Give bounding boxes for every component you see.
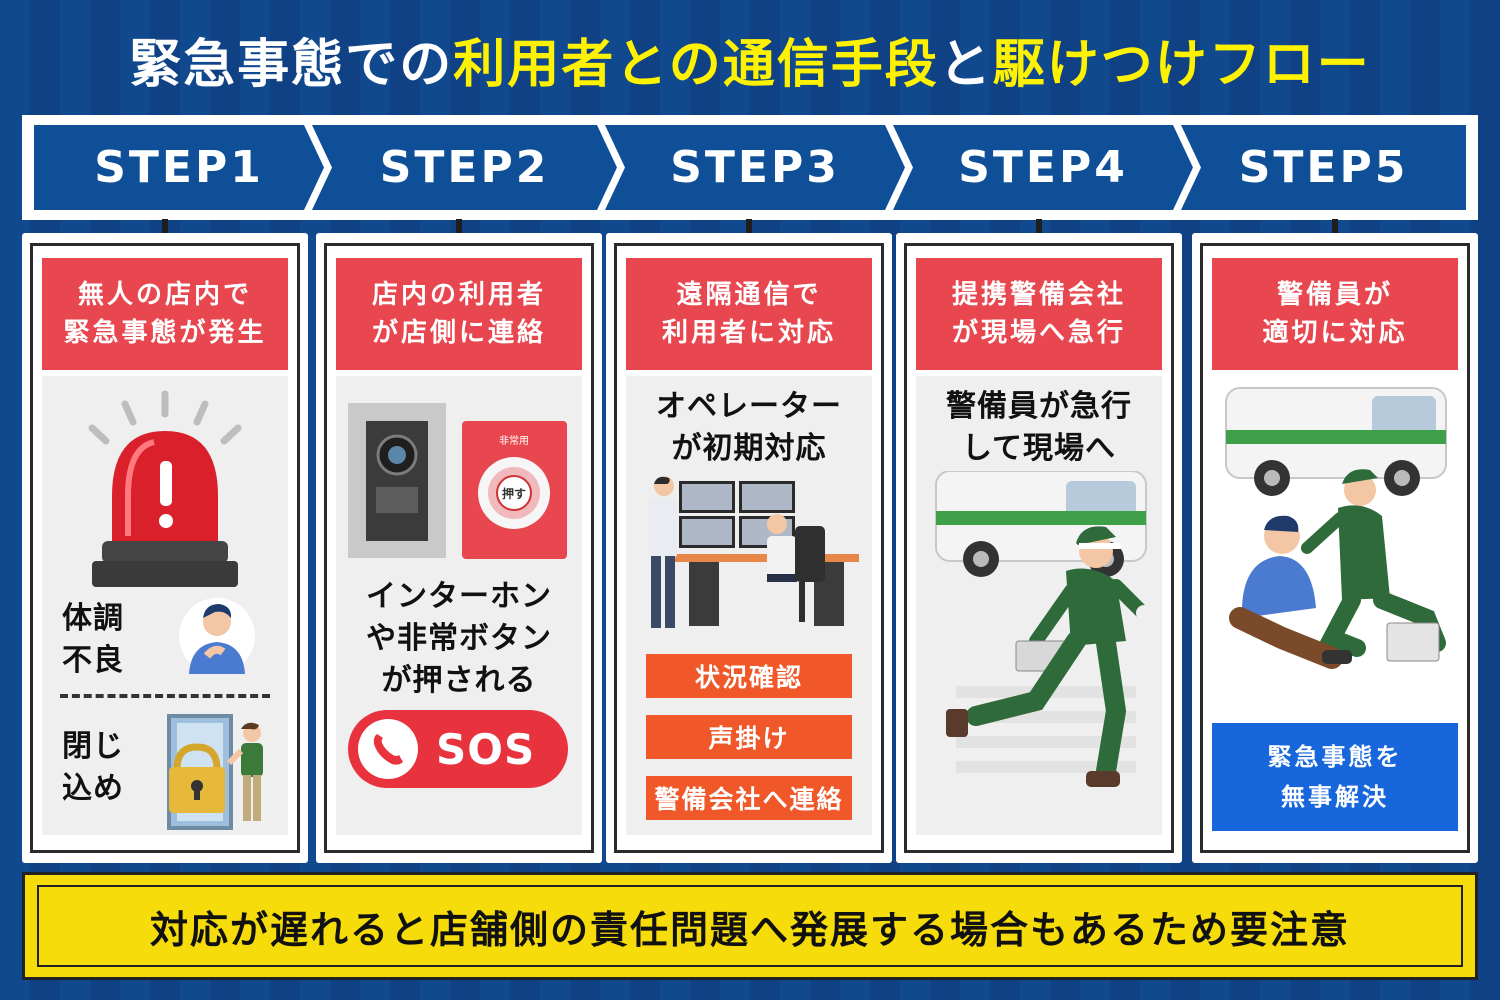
action-call-out: 声掛け xyxy=(646,715,852,759)
action-label: 声掛け xyxy=(708,724,790,753)
card-frame xyxy=(904,243,1174,853)
step4-text-line2: して現場へ xyxy=(961,431,1117,466)
step4-header-line1: 提携警備会社 xyxy=(951,280,1126,310)
emergency-button-top-text: 非常用 xyxy=(499,434,529,447)
step4-card: 提携警備会社 が現場へ急行 警備員が急行 して現場へ xyxy=(896,219,1182,863)
card-frame xyxy=(324,243,594,853)
step2-card: 店内の利用者 が店側に連絡 非常用 押す インターホン や非常ボタン が押される xyxy=(316,219,602,863)
step1-card: 無人の店内で 緊急事態が発生 体調 不良 xyxy=(22,219,308,863)
alarm-light-icon xyxy=(88,390,242,587)
step3-text-line2: が初期対応 xyxy=(671,431,827,466)
step3-text-line1: オペレーター xyxy=(656,389,842,424)
step1-header-line1: 無人の店内で xyxy=(77,280,252,310)
step2-text-line2: や非常ボタン xyxy=(366,621,552,656)
sos-badge: SOS xyxy=(348,710,568,788)
divider xyxy=(60,694,270,698)
step2-header-line2: が店側に連絡 xyxy=(371,318,546,348)
action-label: 警備会社へ連絡 xyxy=(654,785,844,814)
step5-header-line1: 警備員が xyxy=(1276,280,1393,310)
case-locked-line1: 閉じ xyxy=(62,729,124,764)
action-contact-security: 警備会社へ連絡 xyxy=(646,776,852,820)
operator-desk-icon xyxy=(649,476,859,628)
title-part1: 緊急事態での xyxy=(129,35,454,95)
step5-header: 警備員が 適切に対応 xyxy=(1212,258,1458,370)
guard-helping-icon xyxy=(1225,387,1447,669)
step1-header-line2: 緊急事態が発生 xyxy=(63,318,267,348)
connector xyxy=(746,219,752,233)
step1-header: 無人の店内で 緊急事態が発生 xyxy=(42,258,288,370)
locked-door-icon xyxy=(167,714,263,830)
step2-header: 店内の利用者 が店側に連絡 xyxy=(336,258,582,370)
notice-text: 対応が遅れると店舗側の責任問題へ発展する場合もあるため要注意 xyxy=(37,885,1463,967)
title-part4: 駆けつけフロー xyxy=(992,35,1371,95)
step3-card: 遠隔通信で 利用者に対応 オペレーター が初期対応 xyxy=(606,219,892,863)
step2-text-line3: が押される xyxy=(381,663,537,698)
step5-header-line2: 適切に対応 xyxy=(1262,318,1408,348)
running-guard-icon xyxy=(935,471,1152,787)
step3-body: オペレーター が初期対応 状況確認 声掛け xyxy=(626,376,872,835)
step3-text: オペレーター が初期対応 xyxy=(626,386,872,470)
sos-text: SOS xyxy=(436,724,536,774)
step4-text: 警備員が急行 して現場へ xyxy=(916,386,1162,470)
result-line2: 無事解決 xyxy=(1281,783,1389,811)
case-illness-line1: 体調 xyxy=(62,601,124,636)
action-status-check: 状況確認 xyxy=(646,654,852,698)
case-locked-line2: 込め xyxy=(62,771,124,806)
connector xyxy=(1332,219,1338,233)
connector xyxy=(456,219,462,233)
step2-header-line1: 店内の利用者 xyxy=(371,280,546,310)
step2-body: 非常用 押す インターホン や非常ボタン が押される SOS xyxy=(336,376,582,835)
step3-header-line1: 遠隔通信で xyxy=(676,280,822,310)
step5-card: 警備員が 適切に対応 緊急事態を 無事解決 xyxy=(1192,219,1478,863)
step3-header: 遠隔通信で 利用者に対応 xyxy=(626,258,872,370)
emergency-button-icon: 非常用 押す xyxy=(462,421,567,559)
step1-label: STEP1 xyxy=(94,142,264,193)
step3-header-line2: 利用者に対応 xyxy=(661,318,836,348)
intercom-icon xyxy=(348,403,446,558)
title-part2: 利用者との通信手段 xyxy=(453,35,939,95)
connector xyxy=(1036,219,1042,233)
step3-chevron: STEP3 xyxy=(605,125,905,210)
step1-body: 体調 不良 閉じ 込め xyxy=(42,376,288,835)
step2-text-line1: インターホン xyxy=(366,579,552,614)
step5-label: STEP5 xyxy=(1238,142,1409,193)
step4-label: STEP4 xyxy=(958,142,1128,193)
case-illness-line2: 不良 xyxy=(62,643,124,678)
step2-text: インターホン や非常ボタン が押される xyxy=(336,576,582,702)
step4-header-line2: が現場へ急行 xyxy=(951,318,1126,348)
step4-chevron: STEP4 xyxy=(893,125,1193,210)
title-part3: と xyxy=(938,35,993,95)
phone-icon xyxy=(358,719,418,779)
action-label: 状況確認 xyxy=(694,663,803,692)
case-illness-text: 体調 不良 xyxy=(62,598,124,682)
card-frame xyxy=(614,243,884,853)
page-title: 緊急事態での利用者との通信手段と駆けつけフロー xyxy=(0,22,1500,102)
card-frame xyxy=(30,243,300,853)
step5-chevron: STEP5 xyxy=(1181,125,1466,210)
result-line1: 緊急事態を xyxy=(1267,743,1403,771)
step4-header: 提携警備会社 が現場へ急行 xyxy=(916,258,1162,370)
step2-label: STEP2 xyxy=(379,142,550,193)
steps-bar: STEP1 STEP2 STEP3 STEP4 STEP5 xyxy=(22,115,1478,220)
case-locked-text: 閉じ 込め xyxy=(62,726,124,810)
step3-label: STEP3 xyxy=(670,142,840,193)
connector xyxy=(162,219,168,233)
notice-banner: 対応が遅れると店舗側の責任問題へ発展する場合もあるため要注意 xyxy=(22,872,1478,980)
step4-body: 警備員が急行 して現場へ xyxy=(916,376,1162,835)
step1-chevron: STEP1 xyxy=(34,125,324,210)
step2-chevron: STEP2 xyxy=(312,125,617,210)
result-box: 緊急事態を 無事解決 xyxy=(1212,723,1458,831)
emergency-button-label: 押す xyxy=(502,486,526,501)
step4-text-line1: 警備員が急行 xyxy=(946,389,1132,424)
sick-person-icon xyxy=(179,598,255,674)
card-frame xyxy=(1200,243,1470,853)
